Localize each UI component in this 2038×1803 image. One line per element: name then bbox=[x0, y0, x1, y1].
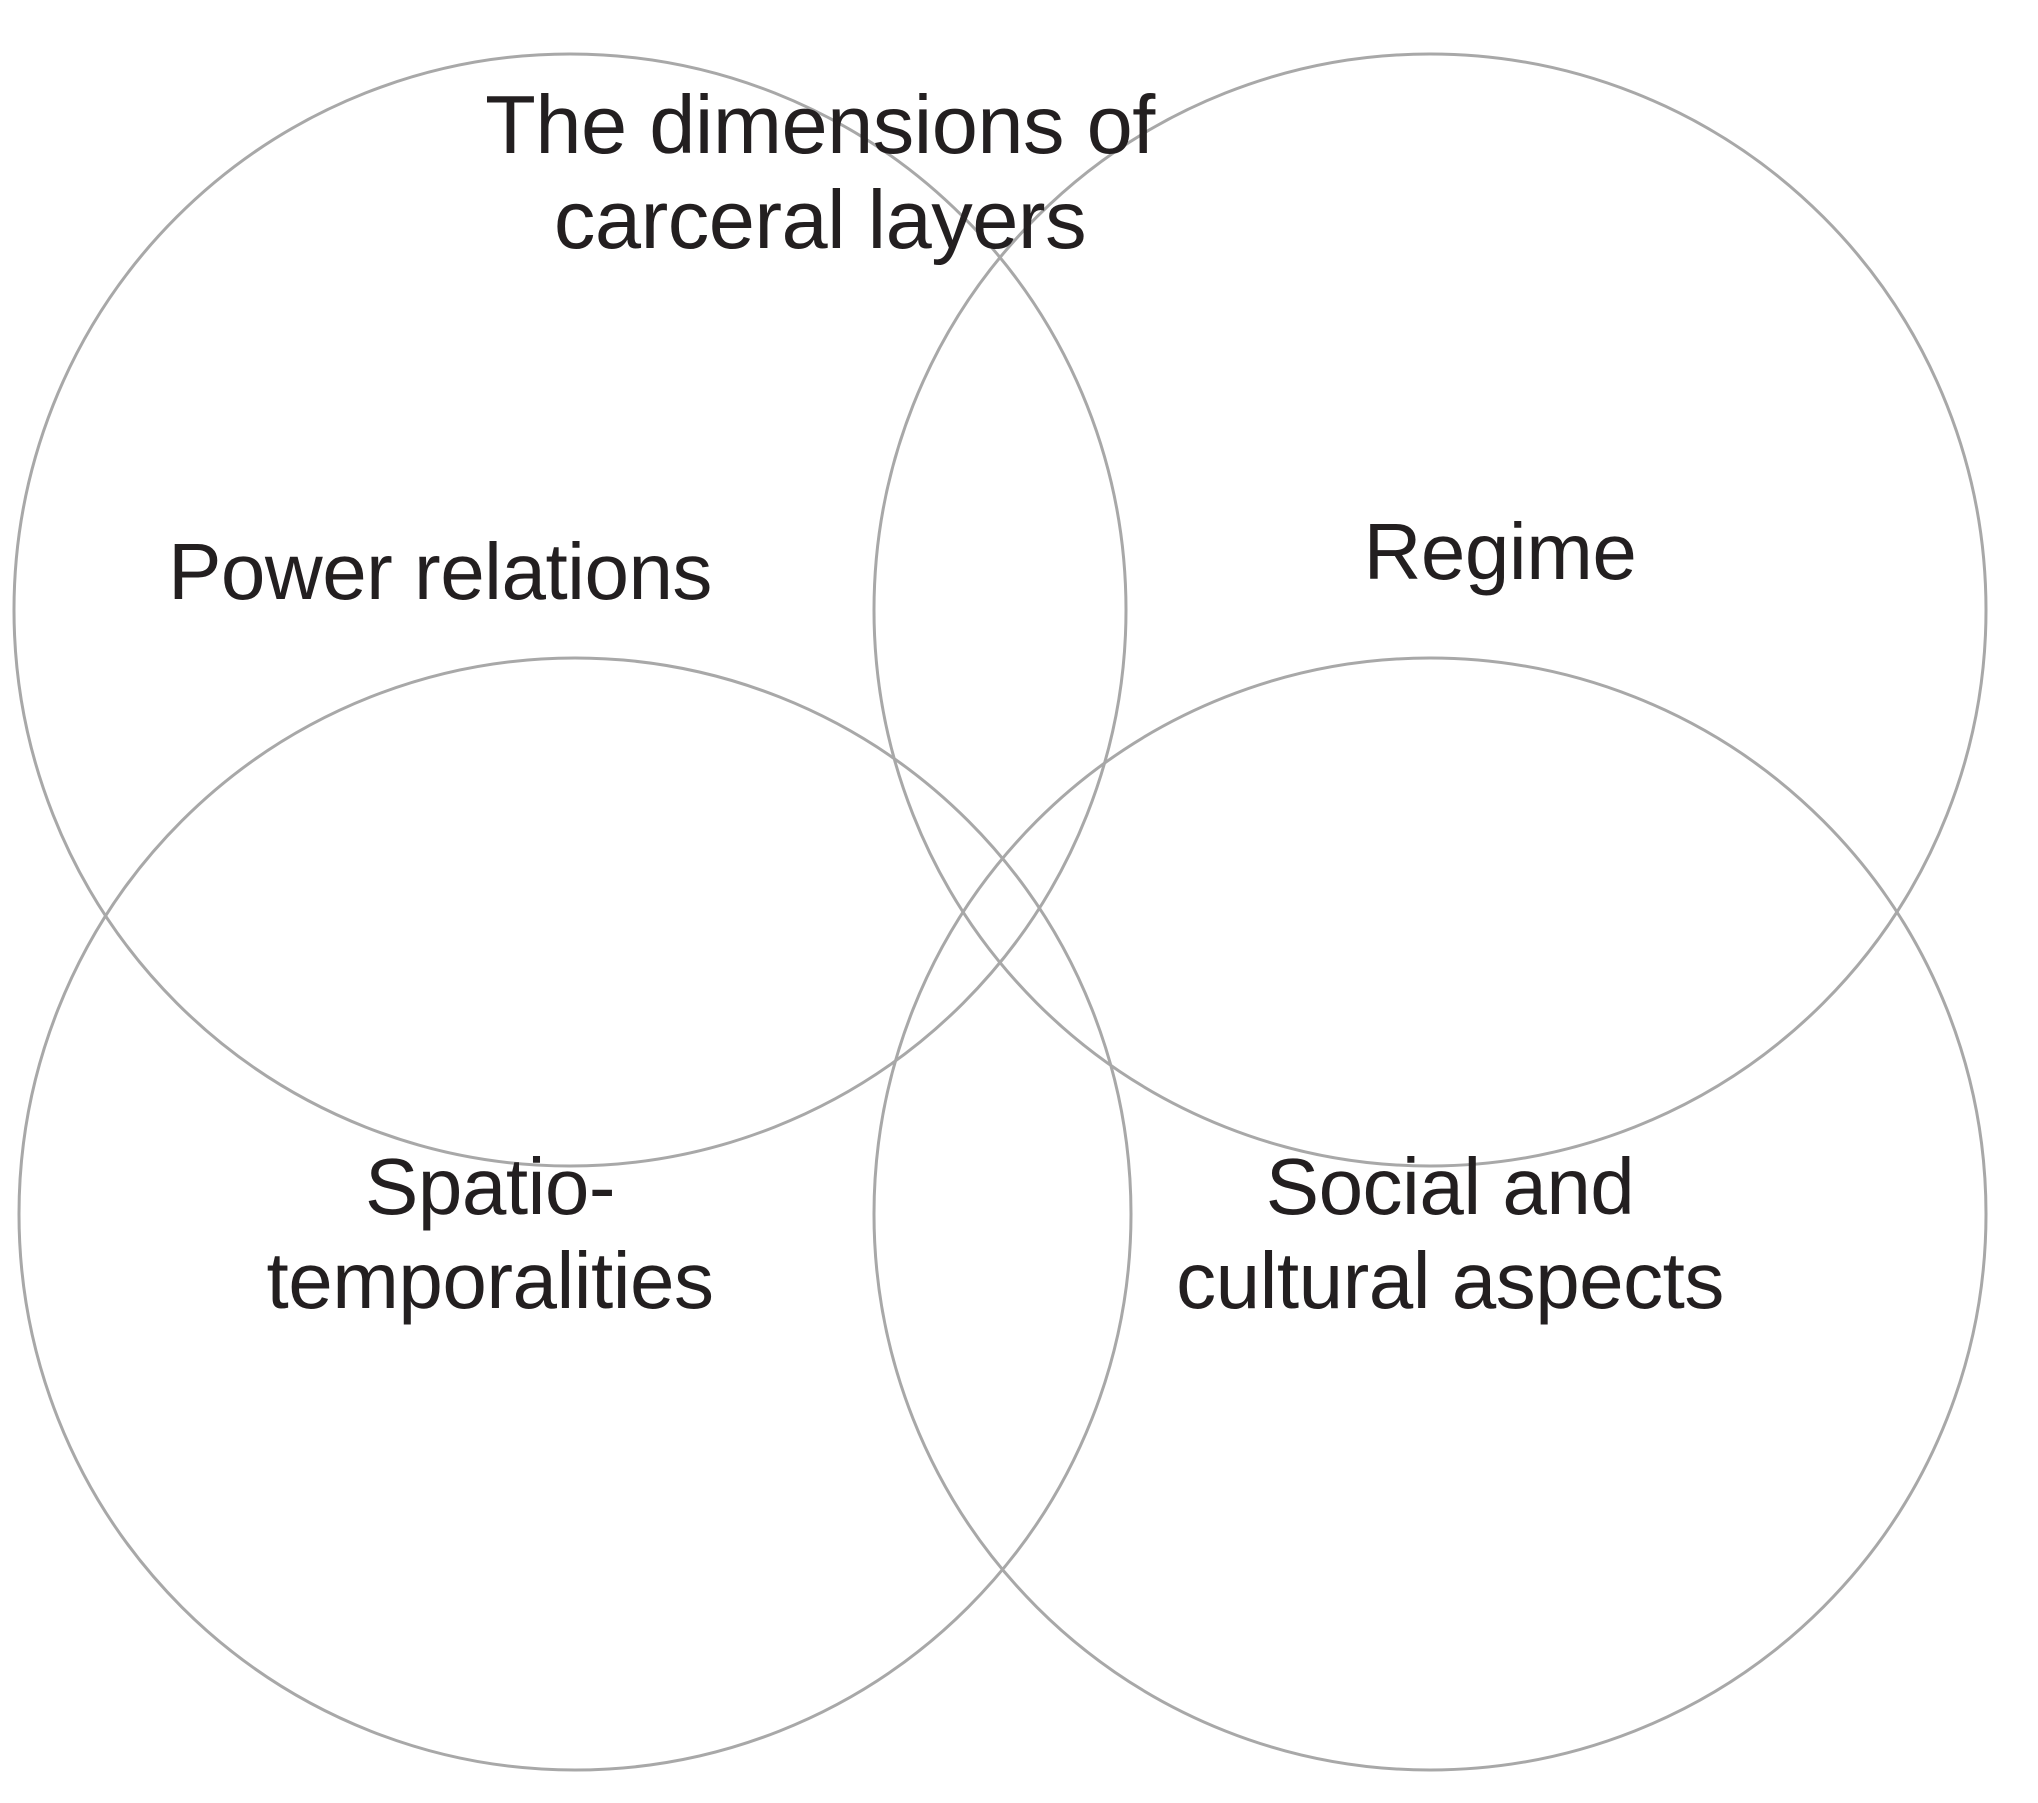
circle-spatio-temporalities bbox=[17, 656, 1133, 1772]
diagram-title: The dimensions of carceral layers bbox=[485, 78, 1155, 266]
circle-label-spatio-temporalities: Spatio- temporalities bbox=[266, 1142, 714, 1325]
circle-social-cultural-aspects bbox=[872, 656, 1988, 1772]
circle-label-power-relations: Power relations bbox=[168, 527, 712, 616]
circle-label-regime: Regime bbox=[1363, 507, 1637, 596]
circle-regime bbox=[872, 52, 1988, 1168]
circle-power-relations bbox=[12, 52, 1128, 1168]
circle-label-social-cultural-aspects: Social and cultural aspects bbox=[1176, 1142, 1724, 1325]
